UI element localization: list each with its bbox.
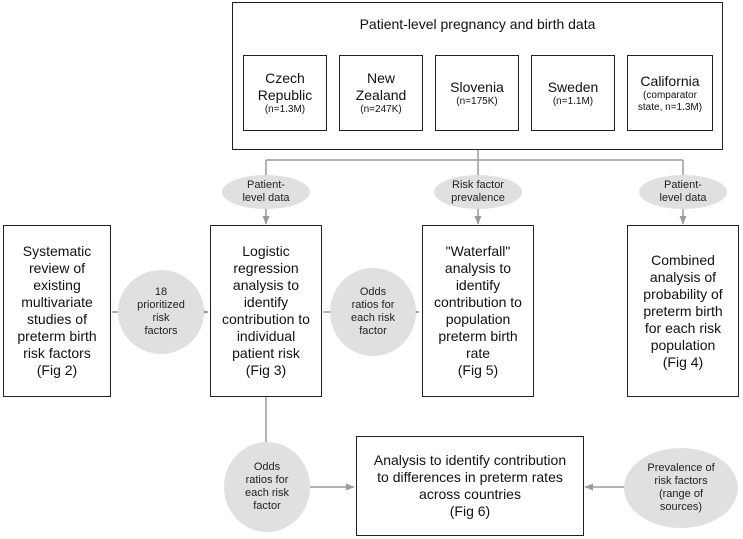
country-box-slovenia: Slovenia (n=175K) — [435, 55, 519, 131]
prevalence-sources-oval: Prevalence of risk factors (range of sou… — [624, 448, 738, 528]
label-risk-factor-prevalence: Risk factor prevalence — [434, 175, 522, 209]
country-box-california: California (comparator state, n=1.3M) — [627, 55, 713, 131]
country-name: Slovenia — [450, 78, 504, 95]
country-name: Sweden — [547, 78, 599, 95]
logistic-regression-box: Logistic regression analysis to identify… — [210, 225, 322, 397]
country-box-new-zealand: New Zealand (n=247K) — [339, 55, 423, 131]
waterfall-analysis-box: "Waterfall" analysis to identify contrib… — [422, 225, 534, 397]
systematic-review-box: Systematic review of existing multivaria… — [3, 225, 111, 397]
country-sample-size: (n=1.1M) — [552, 95, 594, 107]
country-sample-size: state, n=1.3M) — [637, 101, 703, 113]
patient-data-title: Patient-level pregnancy and birth data — [359, 16, 596, 32]
country-name: Republic — [257, 87, 313, 103]
prioritized-risk-factors-oval: 18 prioritized risk factors — [118, 270, 204, 354]
country-box-sweden: Sweden (n=1.1M) — [531, 55, 615, 131]
label-patient-level-data-2: Patient- level data — [639, 175, 727, 209]
country-name: Zealand — [355, 87, 407, 103]
country-name: Czech — [265, 70, 305, 86]
odds-ratios-oval-mid: Odds ratios for each risk factor — [330, 268, 416, 356]
odds-ratios-oval-bottom: Odds ratios for each risk factor — [224, 442, 310, 532]
combined-analysis-box: Combined analysis of probability of pret… — [627, 225, 739, 397]
country-sample-size: (n=247K) — [360, 104, 402, 115]
differences-analysis-box: Analysis to identify contribution to dif… — [356, 436, 584, 536]
country-sample-size: (n=175K) — [456, 95, 498, 107]
country-sample-size: (n=1.3M) — [264, 104, 306, 115]
country-name: New — [366, 70, 395, 86]
country-box-czech: Czech Republic (n=1.3M) — [243, 55, 327, 131]
country-sample-size: (comparator — [643, 89, 697, 101]
label-patient-level-data-1: Patient- level data — [222, 175, 310, 209]
country-name: California — [640, 72, 700, 89]
